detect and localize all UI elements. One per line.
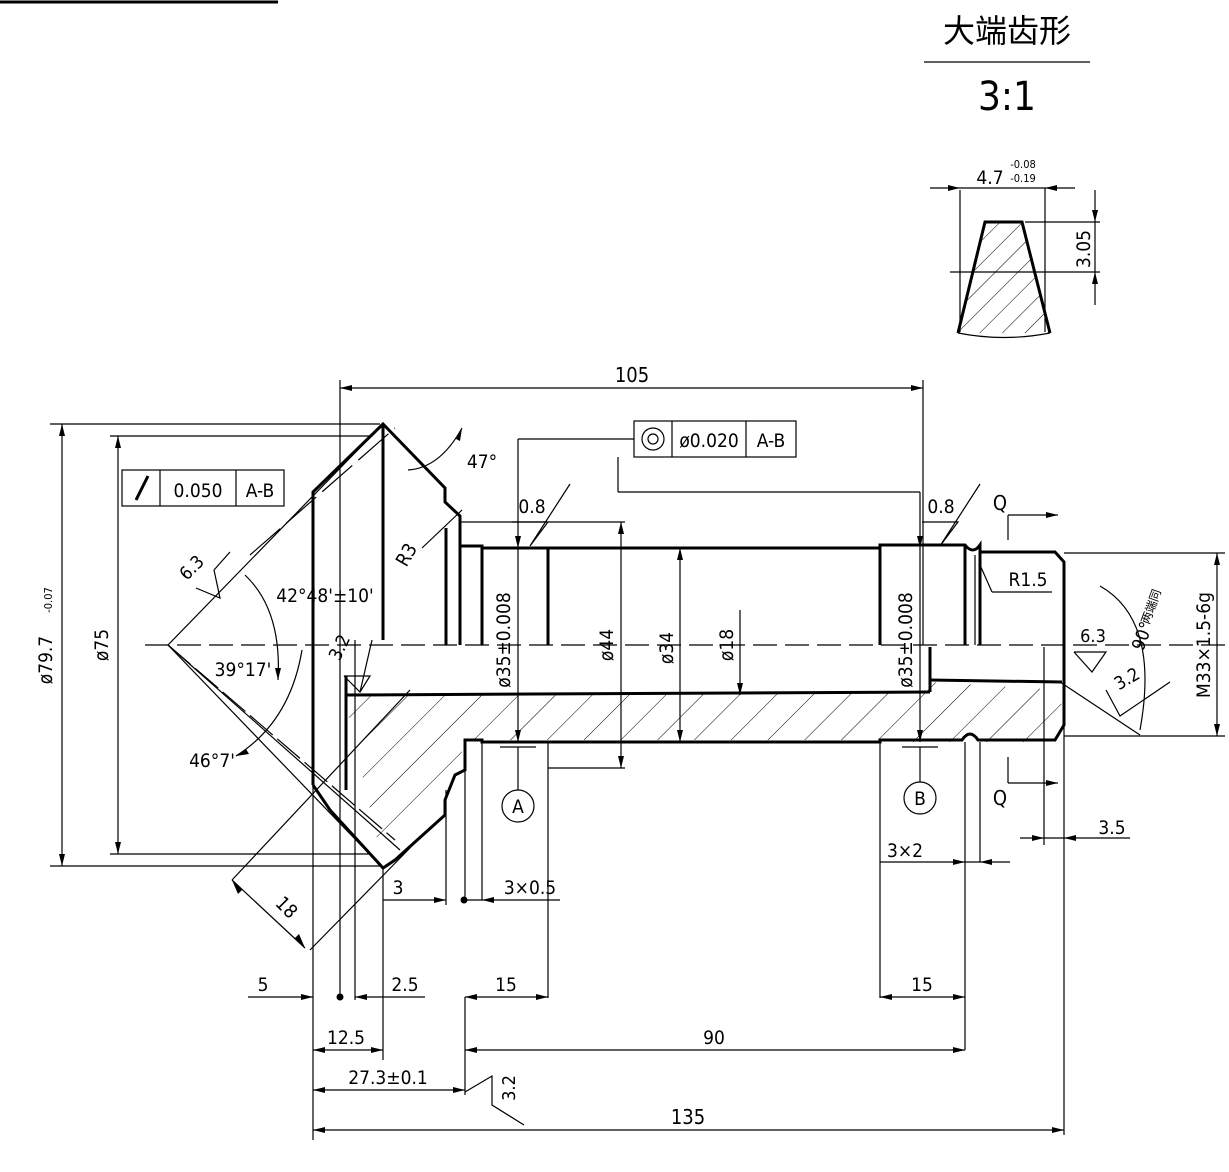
roughness-left: 6.3 3.2	[176, 552, 373, 693]
dim-90-label: 90	[703, 1027, 725, 1049]
dim-3x05-label: 3×0.5	[504, 877, 556, 899]
dia-79-label: ø79.7	[35, 636, 57, 685]
dim-15b-label: 15	[911, 974, 933, 996]
dim-5-label: 5	[258, 974, 269, 996]
tooth-width-dim: 4.7	[976, 167, 1003, 189]
roughness-32-right: 3.2	[1111, 664, 1144, 695]
dim-15a-label: 15	[495, 974, 517, 996]
detail-scale: 3:1	[978, 74, 1036, 120]
roughness-08-right: 0.8	[922, 483, 981, 547]
dia-34-label: ø34	[656, 632, 678, 664]
dim-105-label: 105	[615, 363, 649, 387]
dia-79-tol: -0.07	[42, 587, 55, 613]
bottom-dims-row2: 12.5 90	[313, 997, 965, 1095]
angle-46-label: 46°7'	[189, 750, 235, 772]
section-q-top: Q	[993, 491, 1007, 515]
dia-35a-label: ø35±0.008	[493, 592, 515, 687]
radius-r15: R1.5	[979, 564, 1052, 593]
detail-title: 大端齿形	[943, 12, 1071, 50]
dim-thread: M33×1.5-6g	[1064, 552, 1225, 737]
part-section-hatch	[346, 682, 1062, 865]
tooth-height-dim: 3.05	[1073, 230, 1095, 268]
detail-title-block: 大端齿形 3:1	[924, 12, 1090, 120]
section-q-bottom: Q	[993, 786, 1007, 810]
r3-label: R3	[392, 540, 422, 571]
tooth-profile-detail: 4.7 -0.08 -0.19 3.05	[930, 158, 1100, 339]
gear-outline	[311, 421, 1066, 1135]
thread-label: M33×1.5-6g	[1193, 592, 1215, 698]
roughness-32-bottom: 3.2	[499, 1075, 520, 1101]
runout-value: 0.050	[174, 480, 223, 502]
roughness-08-left: 0.8	[460, 483, 625, 547]
dia-75-label: ø75	[91, 629, 113, 661]
concentricity-datum: A-B	[757, 430, 786, 452]
dim-25-label: 2.5	[391, 974, 418, 996]
dia-18-label: ø18	[716, 629, 738, 661]
dim-105: 105	[340, 363, 923, 391]
datum-a: A	[500, 746, 536, 823]
runout-frame: 0.050 A-B	[121, 469, 285, 507]
datum-b: B	[902, 746, 938, 815]
dim-273-label: 27.3±0.1	[348, 1067, 428, 1089]
dia-35b-label: ø35±0.008	[895, 592, 917, 687]
dim-3x2-label: 3×2	[887, 840, 923, 862]
runout-icon	[134, 475, 150, 501]
concentricity-frame: ø0.020 A-B	[515, 420, 923, 548]
tooth-width-tol-lower: -0.19	[1010, 172, 1036, 185]
angle-90: 90° 两端同	[1059, 585, 1164, 736]
section-q: Q Q	[993, 491, 1058, 810]
dim-135-label: 135	[671, 1105, 705, 1129]
dim-35-label: 3.5	[1098, 817, 1125, 839]
roughness-08-right-label: 0.8	[927, 496, 954, 518]
concentricity-value: ø0.020	[679, 430, 738, 452]
dim-dia-79: ø79.7 -0.07	[35, 423, 380, 867]
angle-47-label: 47°	[467, 451, 497, 473]
bottom-dims-row3: 27.3±0.1 3.2 135	[313, 1067, 1064, 1133]
dim-125-label: 12.5	[327, 1027, 365, 1049]
lower-dims: 3 3×0.5 3×2 3.5	[383, 740, 1130, 905]
angle-42-label: 42°48'±10'	[276, 585, 374, 607]
dia-44-label: ø44	[596, 629, 618, 661]
angle-labels: 47° R3 42°48'±10' 39°17' 46°7' 18	[189, 427, 497, 923]
cone-construction-lines	[167, 380, 924, 1140]
dim-dia-75: ø75	[91, 435, 370, 855]
concentricity-icon	[641, 427, 665, 451]
shaft-diameters: ø35±0.008 ø44 ø34 ø18 ø35±0.008	[493, 522, 923, 769]
r15-label: R1.5	[1008, 569, 1047, 591]
roughness-right: 6.3 3.2	[1073, 626, 1171, 717]
angle-39-label: 39°17'	[215, 659, 272, 681]
angle-90-label: 90°	[1128, 619, 1158, 653]
roughness-63-left: 6.3	[176, 552, 209, 585]
dim-18-label: 18	[271, 892, 302, 923]
dim-3-label: 3	[393, 877, 404, 899]
roughness-63-right: 6.3	[1080, 626, 1106, 647]
roughness-08-left-label: 0.8	[518, 496, 545, 518]
roughness-32-left: 3.2	[325, 632, 355, 664]
bottom-dims-row1: 5 2.5 15 15	[248, 974, 965, 1001]
tooth-width-tol-upper: -0.08	[1010, 158, 1036, 171]
angle-90-note: 两端同	[1139, 587, 1164, 626]
datum-b-label: B	[914, 788, 926, 810]
runout-datum: A-B	[246, 480, 275, 502]
datum-a-label: A	[512, 796, 524, 818]
